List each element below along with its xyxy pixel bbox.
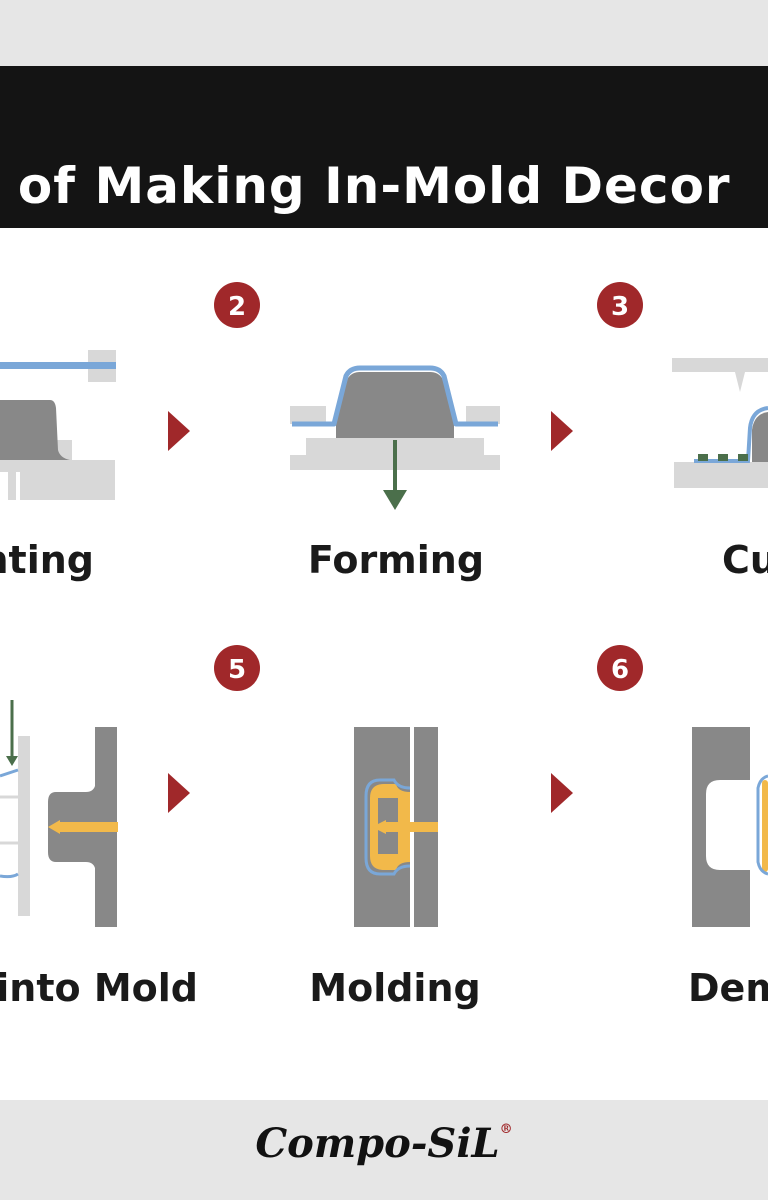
step-2-number: 2: [228, 292, 246, 322]
step-2-badge: [214, 282, 260, 328]
registered-mark: ®: [499, 1122, 513, 1137]
step-6-number: 6: [611, 655, 629, 685]
step-3-badge: [597, 282, 643, 328]
step-1-label: nting: [0, 538, 94, 582]
title-banner: ss of Making In-Mold Decor: [0, 66, 768, 228]
step-5-illustration: [354, 727, 438, 927]
brand-logo: Compo-SiL®: [0, 1120, 768, 1167]
step-6-label: Dem: [688, 966, 768, 1010]
top-bar: [0, 0, 768, 66]
step-5-badge: [214, 645, 260, 691]
step-4-illustration: [0, 700, 118, 927]
step-6-badge: [597, 645, 643, 691]
step-5-number: 5: [228, 655, 246, 685]
footer-bar: [0, 1100, 768, 1200]
step-3-illustration: [672, 358, 768, 488]
step-arrow-1: [168, 411, 190, 451]
diagram-title: ss of Making In-Mold Decor: [0, 157, 731, 215]
step-1-illustration: [0, 350, 116, 500]
step-6-illustration: [692, 727, 768, 927]
step-2-illustration: [290, 365, 500, 510]
step-arrow-3: [168, 773, 190, 813]
step-5-label: Molding: [309, 966, 480, 1010]
step-4-label: n into Mold: [0, 966, 198, 1010]
step-arrow-4: [551, 773, 573, 813]
step-2-label: Forming: [308, 538, 484, 582]
step-3-label: Cu: [722, 538, 768, 582]
step-arrow-2: [551, 411, 573, 451]
brand-name: Compo-SiL: [255, 1120, 500, 1167]
step-3-number: 3: [611, 292, 629, 322]
